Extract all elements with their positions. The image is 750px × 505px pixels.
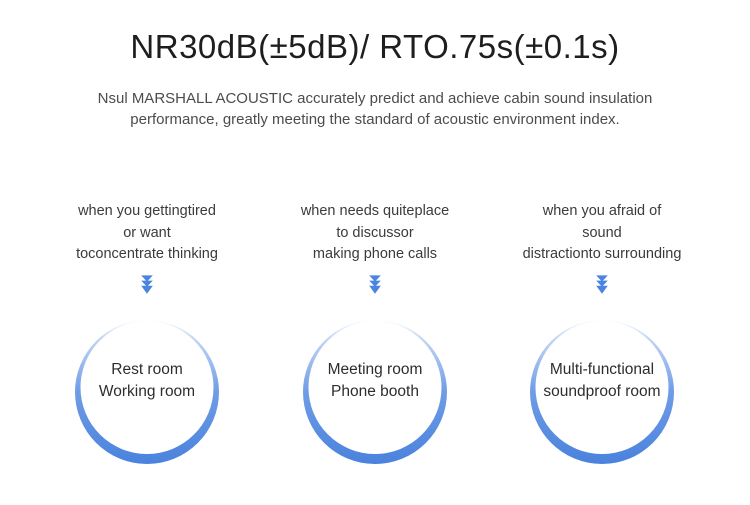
circle-ring-graphic (75, 320, 219, 464)
double-chevron-down-icon (141, 275, 153, 294)
scenario-line: distractionto surrounding (522, 246, 682, 262)
double-chevron-down-icon (596, 275, 608, 294)
room-circle: Rest room Working room (72, 316, 222, 466)
room-circle: Multi-functional soundproof room (527, 316, 677, 466)
page-title: NR30dB(±5dB)/ RTO.75s(±0.1s) (130, 28, 620, 65)
scenario-line: when you afraid of (542, 203, 662, 219)
room-label-line: Working room (98, 383, 196, 400)
scenario-text: when needs quiteplace to discussor makin… (262, 201, 488, 266)
scenario-column-meeting: when needs quiteplace to discussor makin… (262, 201, 488, 466)
room-label-line: Phone booth (331, 383, 419, 400)
circle-ring-graphic (530, 320, 674, 464)
subtitle: Nsul MARSHALL ACOUSTIC accurately predic… (0, 88, 750, 130)
double-chevron-down-icon (369, 275, 381, 294)
scenario-line: sound (582, 224, 622, 241)
room-label: Rest room Working room (72, 306, 222, 456)
scenario-line: or want (123, 224, 171, 241)
room-label: Multi-functional soundproof room (527, 306, 677, 456)
subtitle-line-1: Nsul MARSHALL ACOUSTIC accurately predic… (97, 90, 653, 107)
scenario-line: making phone calls (312, 246, 438, 262)
room-label-line: Meeting room (327, 361, 423, 378)
room-label-line: Rest room (111, 361, 183, 378)
scenario-line: toconcentrate thinking (76, 246, 218, 262)
circle-ring-graphic (303, 320, 447, 464)
room-label-line: Multi-functional (549, 361, 655, 378)
scenario-line: when needs quiteplace (300, 203, 450, 219)
scenario-column-soundproof: when you afraid of sound distractionto s… (489, 201, 715, 466)
scenario-line: when you gettingtired (78, 203, 216, 219)
scenario-text: when you afraid of sound distractionto s… (489, 201, 715, 266)
scenario-line: to discussor (336, 224, 414, 241)
room-label: Meeting room Phone booth (300, 306, 450, 456)
subtitle-line-2: performance, greatly meeting the standar… (130, 111, 620, 128)
room-circle: Meeting room Phone booth (300, 316, 450, 466)
room-label-line: soundproof room (543, 383, 661, 400)
scenario-column-rest: when you gettingtired or want toconcentr… (34, 201, 260, 466)
scenario-text: when you gettingtired or want toconcentr… (34, 201, 260, 266)
